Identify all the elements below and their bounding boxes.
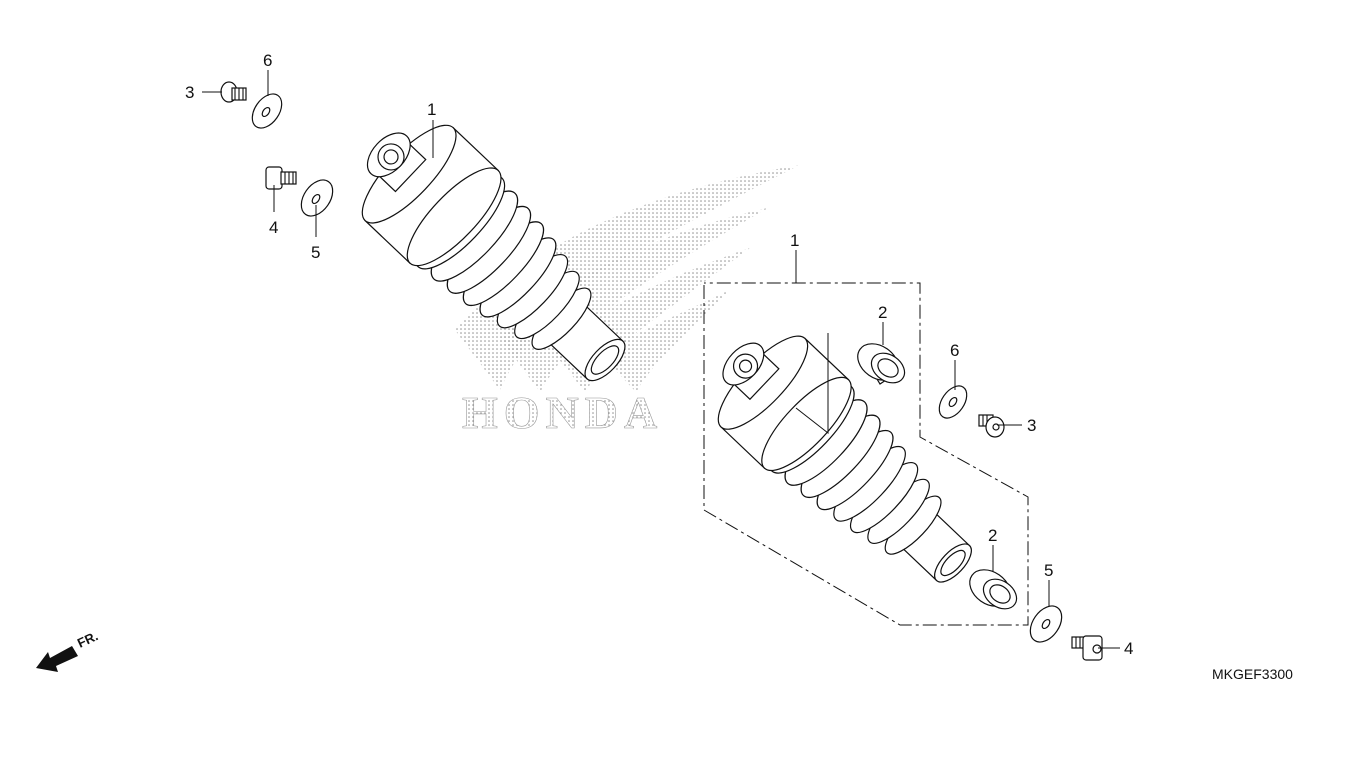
- right-washer-6: [938, 385, 968, 419]
- left-bolt-3: [220, 81, 247, 103]
- leader-lines: [202, 70, 1120, 649]
- right-bushing-2-bottom: [969, 569, 1018, 610]
- honda-watermark-text: HONDA: [462, 387, 663, 438]
- front-label: FR.: [75, 628, 100, 650]
- right-bushing-2-top: [857, 343, 906, 385]
- callout-left-nut: 4: [269, 218, 278, 237]
- right-shock-absorber: [717, 335, 972, 583]
- callout-right-bushing-top: 2: [878, 303, 887, 322]
- callout-left-washer-top: 6: [263, 51, 272, 70]
- callout-left-washer-bottom: 5: [311, 243, 320, 262]
- assembly-set-bracket: [703, 282, 1029, 626]
- left-shock-absorber: [361, 124, 626, 382]
- callout-right-set: 1: [790, 231, 799, 250]
- right-washer-5: [1029, 605, 1063, 643]
- callout-right-bushing-bottom: 2: [988, 526, 997, 545]
- front-arrow-icon: FR.: [36, 628, 100, 672]
- callout-left-shock: 1: [427, 100, 436, 119]
- drawing-code: MKGEF3300: [1212, 666, 1293, 682]
- callout-right-bolt: 3: [1027, 416, 1036, 435]
- left-nut-4: [265, 166, 297, 190]
- left-washer-5: [300, 179, 334, 217]
- callout-right-nut: 4: [1124, 639, 1133, 658]
- callout-right-washer-top: 6: [950, 341, 959, 360]
- callout-right-washer-bottom: 5: [1044, 561, 1053, 580]
- right-nut-4: [1071, 635, 1103, 661]
- right-bolt-3: [978, 414, 1005, 438]
- callout-labels: 1 3 6 4 5 1 2 2 6 3 5 4: [185, 51, 1133, 658]
- left-washer-6: [251, 93, 283, 129]
- callout-left-bolt: 3: [185, 83, 194, 102]
